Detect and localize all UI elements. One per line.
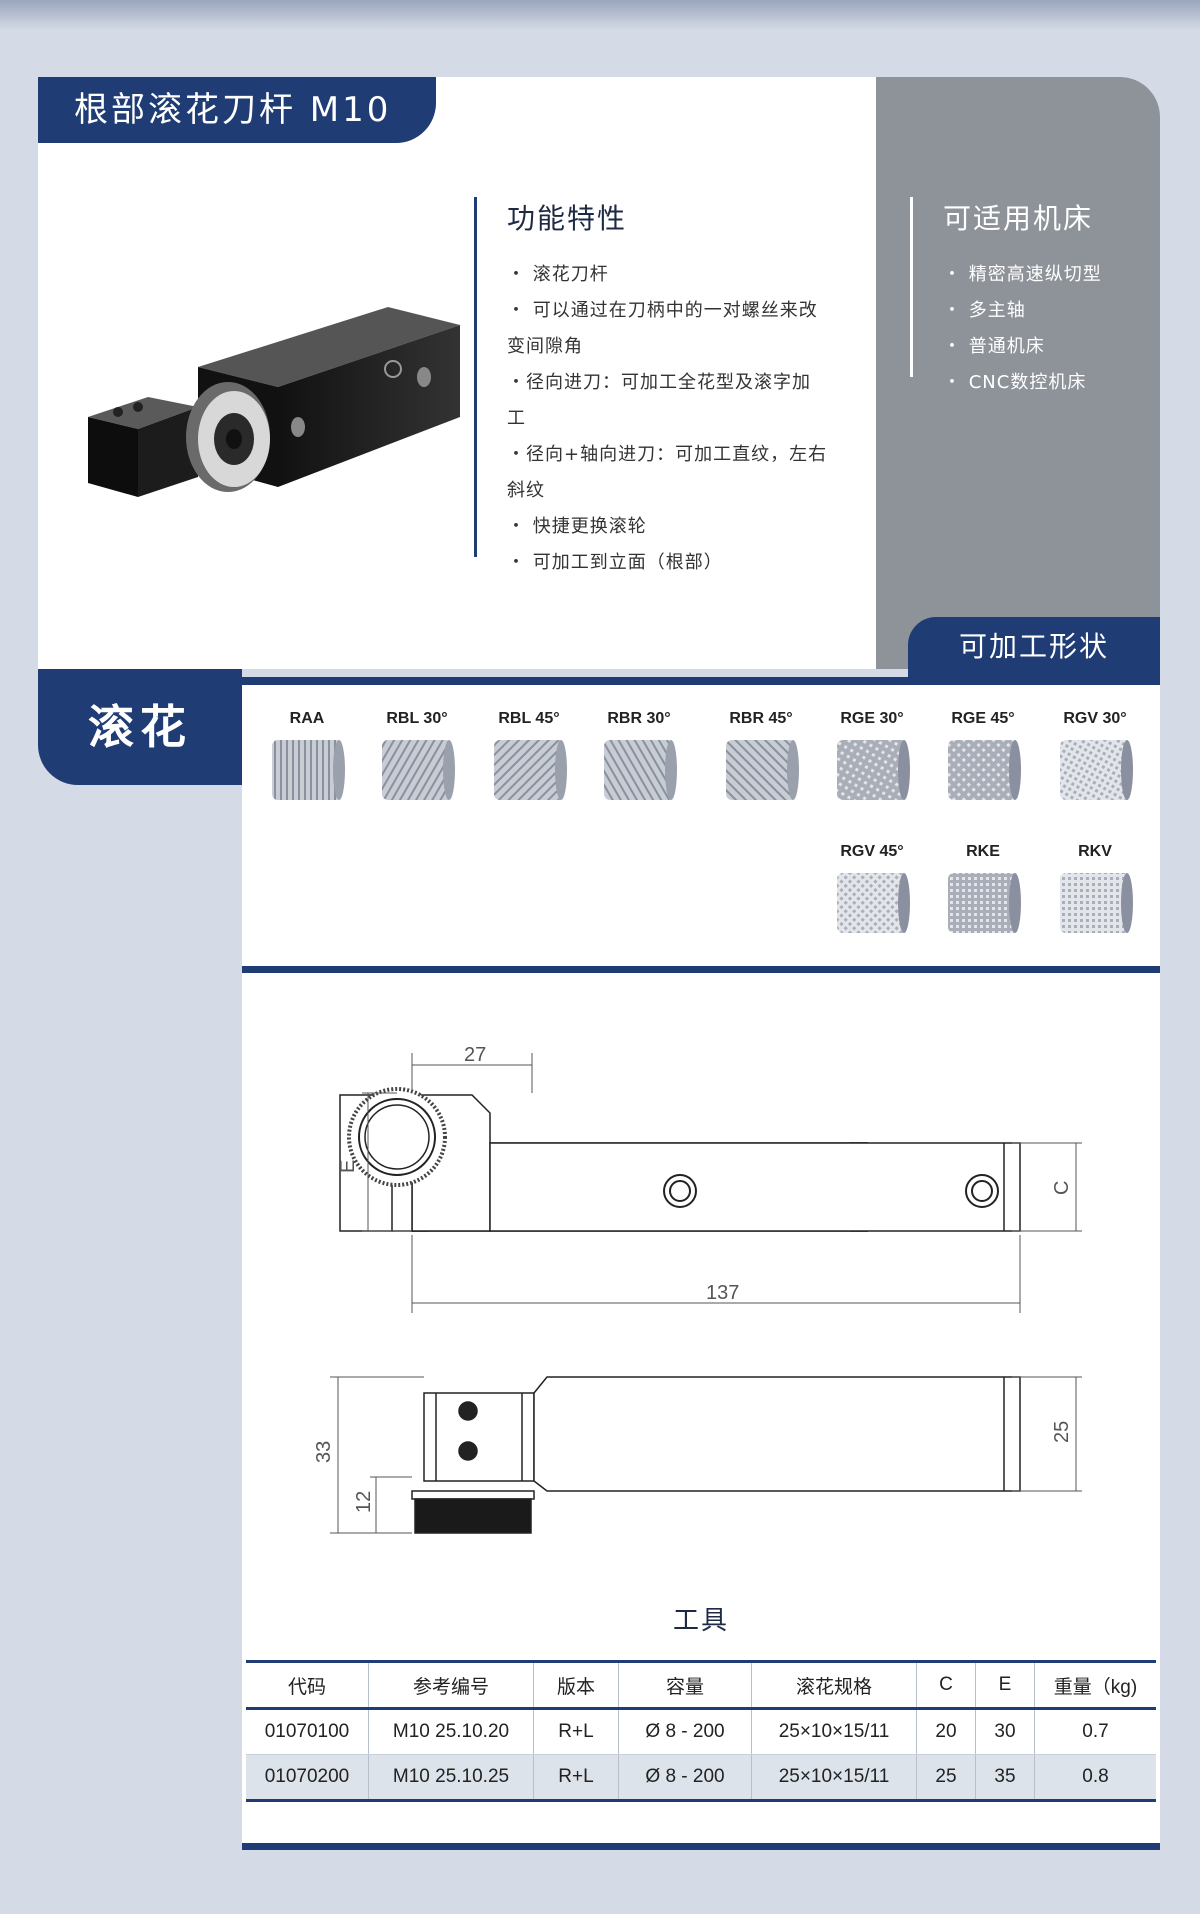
feature-item: 工: [507, 408, 526, 429]
knurl-section-label: 滚花: [38, 669, 242, 785]
table-cell: M10 25.10.25: [368, 1754, 534, 1802]
knurl-types-panel: RAA RBL 30° RBL 45° RBR 30° RBR 45° RGE …: [242, 677, 1160, 973]
feature-item: 斜纹: [507, 480, 545, 501]
knurl-type: RBL 45°: [484, 710, 574, 802]
knurl-roller-image: [1060, 873, 1133, 933]
knurl-roller-image: [948, 873, 1021, 933]
knurl-type-label: RGV 45°: [840, 843, 904, 860]
technical-drawing: 27 E C 137 33 1: [313, 1044, 1082, 1534]
knurl-type: RAA: [262, 710, 352, 802]
dim-25-label: 25: [1051, 1421, 1073, 1443]
table-cell: 35: [975, 1754, 1035, 1802]
column-header: E: [975, 1660, 1035, 1710]
column-header: 滚花规格: [751, 1660, 917, 1710]
knurl-type-label: RBR 30°: [607, 710, 671, 727]
product-photo: [88, 307, 460, 497]
knurl-roller-image: [382, 740, 455, 800]
shapes-tab: 可加工形状: [908, 617, 1160, 677]
feature-item: 变间隙角: [507, 336, 583, 357]
knurl-roller-image: [726, 740, 799, 800]
machine-item: ・ 多主轴: [943, 300, 1026, 321]
machine-item: ・ CNC数控机床: [943, 372, 1087, 393]
column-header: 代码: [246, 1660, 369, 1710]
table-cell: 01070200: [246, 1754, 369, 1802]
knurl-type-label: RKE: [966, 843, 1000, 860]
page-title: 根部滚花刀杆 M10: [38, 77, 436, 143]
feature-item: ・ 可加工到立面（根部）: [507, 552, 723, 573]
dim-33-label: 33: [313, 1441, 335, 1463]
machine-item: ・ 普通机床: [943, 336, 1045, 357]
table-row: 01070100 M10 25.10.20 R+L Ø 8 - 200 25×1…: [246, 1708, 1156, 1755]
column-header: 容量: [618, 1660, 752, 1710]
knurl-roller-image: [1060, 740, 1133, 800]
features-section: 功能特性 ・ 滚花刀杆 ・ 可以通过在刀柄中的一对螺丝来改 变间隙角 ・径向进刀…: [474, 197, 844, 573]
knurl-roller-image: [948, 740, 1021, 800]
knurl-type: RGV 30°: [1050, 710, 1140, 802]
knurl-type-label: RBL 45°: [498, 710, 560, 727]
table-cell: Ø 8 - 200: [618, 1708, 752, 1755]
tools-table: 代码 参考编号 版本 容量 滚花规格 C E 重量（kg) 01070100 M…: [246, 1660, 1156, 1802]
machines-section: 可适用机床 ・ 精密高速纵切型 ・ 多主轴 ・ 普通机床 ・ CNC数控机床: [910, 197, 1150, 393]
knurl-type: RGE 30°: [827, 710, 917, 802]
knurl-type-label: RGV 30°: [1063, 710, 1127, 727]
features-heading: 功能特性: [507, 202, 628, 235]
table-cell: 25: [916, 1754, 976, 1802]
feature-item: ・ 可以通过在刀柄中的一对螺丝来改: [507, 300, 818, 321]
dim-E-label: E: [337, 1160, 359, 1173]
feature-item: ・径向进刀：可加工全花型及滚字加: [507, 372, 811, 393]
knurl-roller-image: [837, 873, 910, 933]
knurl-roller-image: [837, 740, 910, 800]
feature-item: ・ 快捷更换滚轮: [507, 516, 647, 537]
table-cell: 0.8: [1034, 1754, 1156, 1802]
product-header-card: [38, 77, 1160, 669]
machine-item: ・ 精密高速纵切型: [943, 264, 1102, 285]
column-header: 参考编号: [368, 1660, 534, 1710]
top-gradient-bar: [0, 0, 1200, 30]
machines-panel-bg: [876, 77, 1160, 669]
feature-item: ・径向+轴向进刀：可加工直纹，左右: [507, 444, 828, 465]
knurl-roller-image: [604, 740, 677, 800]
front-view: [411, 1376, 1021, 1534]
knurl-type-label: RGE 45°: [951, 710, 1015, 727]
column-header: 版本: [533, 1660, 619, 1710]
bottom-divider: [242, 1843, 1160, 1850]
knurl-roller-image: [272, 740, 345, 800]
column-header: 重量（kg): [1034, 1660, 1156, 1710]
table-header-row: 代码 参考编号 版本 容量 滚花规格 C E 重量（kg): [246, 1660, 1156, 1710]
tools-title: 工具: [672, 1606, 729, 1636]
dim-27-label: 27: [464, 1044, 486, 1066]
table-cell: Ø 8 - 200: [618, 1754, 752, 1802]
dim-12-label: 12: [353, 1491, 375, 1513]
machines-heading: 可适用机床: [943, 202, 1094, 235]
table-cell: 30: [975, 1708, 1035, 1755]
knurl-type: RBR 45°: [716, 710, 806, 802]
table-cell: M10 25.10.20: [368, 1708, 534, 1755]
knurl-type-label: RAA: [289, 710, 325, 727]
table-cell: 25×10×15/11: [751, 1708, 917, 1755]
table-cell: 0.7: [1034, 1708, 1156, 1755]
knurl-type-label: RGE 30°: [840, 710, 904, 727]
knurl-type: RGE 45°: [938, 710, 1028, 802]
table-cell: R+L: [533, 1754, 619, 1802]
column-header: C: [916, 1660, 976, 1710]
table-cell: 25×10×15/11: [751, 1754, 917, 1802]
table-cell: R+L: [533, 1708, 619, 1755]
knurl-type-label: RBR 45°: [729, 710, 793, 727]
table-cell: 20: [916, 1708, 976, 1755]
knurl-type: RGV 45°: [827, 843, 917, 935]
table-row: 01070200 M10 25.10.25 R+L Ø 8 - 200 25×1…: [246, 1754, 1156, 1802]
table-cell: 01070100: [246, 1708, 369, 1755]
dim-137-label: 137: [706, 1282, 739, 1304]
knurl-type: RKV: [1050, 843, 1140, 935]
knurl-type-label: RBL 30°: [386, 710, 448, 727]
top-view: [339, 1087, 1021, 1232]
knurl-type: RKE: [938, 843, 1028, 935]
feature-item: ・ 滚花刀杆: [507, 264, 609, 285]
knurl-type: RBL 30°: [372, 710, 462, 802]
knurl-type-label: RKV: [1078, 843, 1112, 860]
knurl-type: RBR 30°: [594, 710, 684, 802]
dim-C-label: C: [1051, 1181, 1073, 1195]
knurl-roller-image: [494, 740, 567, 800]
